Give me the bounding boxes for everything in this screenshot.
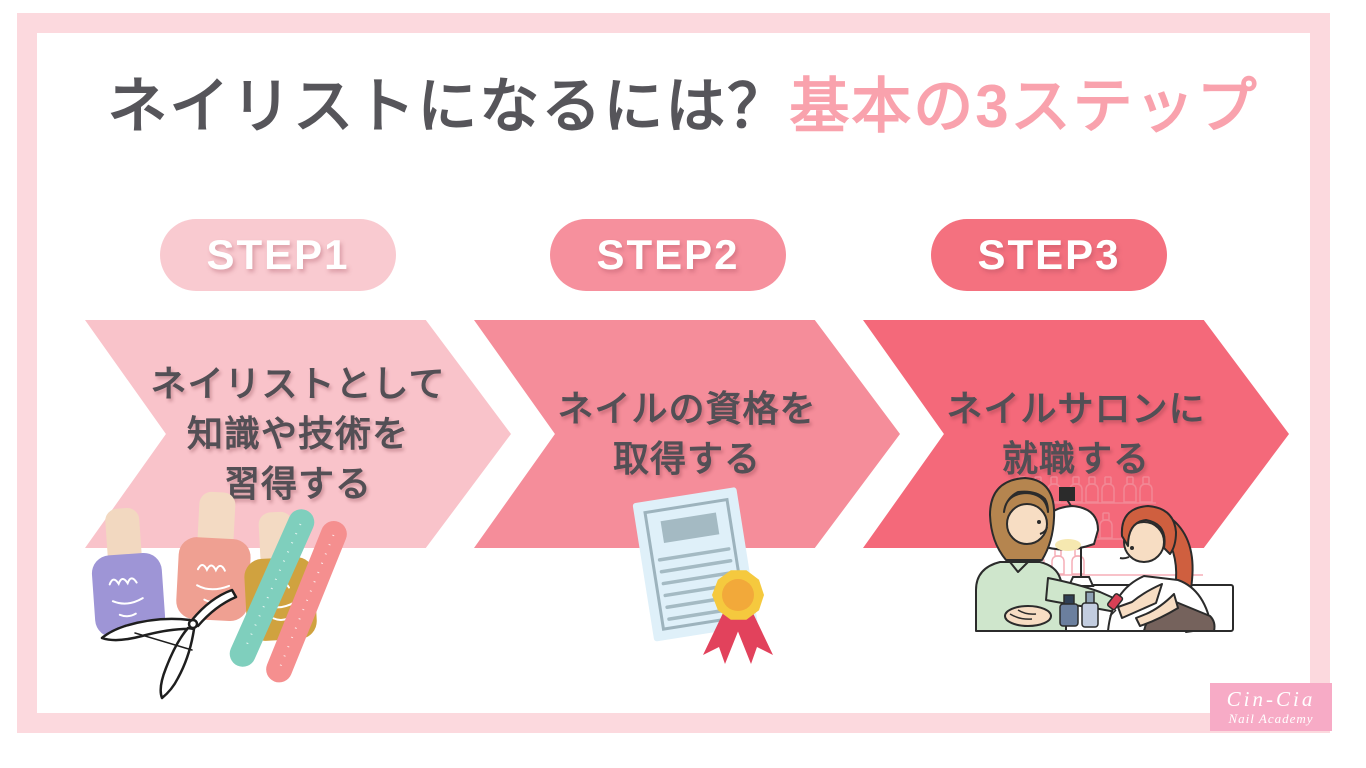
- table-polish-bottles: [1059, 591, 1099, 628]
- step1-badge-label: STEP1: [206, 231, 350, 278]
- step2-text-line2: 取得する: [612, 438, 761, 479]
- purple-polish-bottle: [91, 508, 166, 638]
- brand-logo-name: Cin-Cia: [1226, 687, 1316, 711]
- step2-text-line1: ネイルの資格を: [557, 388, 817, 429]
- step3-text-line1: ネイルサロンに: [946, 388, 1206, 429]
- step1-badge: STEP1: [160, 219, 396, 291]
- page-title: ネイリストになるには？基本の3ステップ: [0, 58, 1366, 145]
- nail-salon-illustration: [975, 476, 1234, 633]
- brand-logo: Cin-Cia Nail Academy: [1210, 683, 1332, 731]
- step1-text-line2: 知識や技術を: [186, 413, 409, 454]
- brand-logo-subtitle: Nail Academy: [1228, 711, 1314, 726]
- teal-nail-file: [229, 509, 315, 667]
- step1-text-line3: 習得する: [223, 463, 372, 504]
- nail-tools-illustration: [91, 491, 347, 700]
- certificate-illustration: [632, 487, 773, 664]
- title-highlight-text: 基本の3ステップ: [789, 73, 1259, 140]
- step3-badge: STEP3: [931, 219, 1167, 291]
- title-main-text: ネイリストになるには？: [107, 73, 790, 140]
- cuticle-nipper: [100, 588, 238, 700]
- step3-badge-label: STEP3: [977, 231, 1121, 278]
- step2-badge-label: STEP2: [596, 231, 740, 278]
- nail-technician-figure: [1106, 505, 1216, 633]
- coral-nail-file: [266, 521, 347, 683]
- gold-medal: [703, 570, 773, 664]
- step1-text-line1: ネイリストとして: [150, 363, 446, 404]
- step3-text-line2: 就職する: [1001, 438, 1150, 479]
- step2-badge: STEP2: [550, 219, 786, 291]
